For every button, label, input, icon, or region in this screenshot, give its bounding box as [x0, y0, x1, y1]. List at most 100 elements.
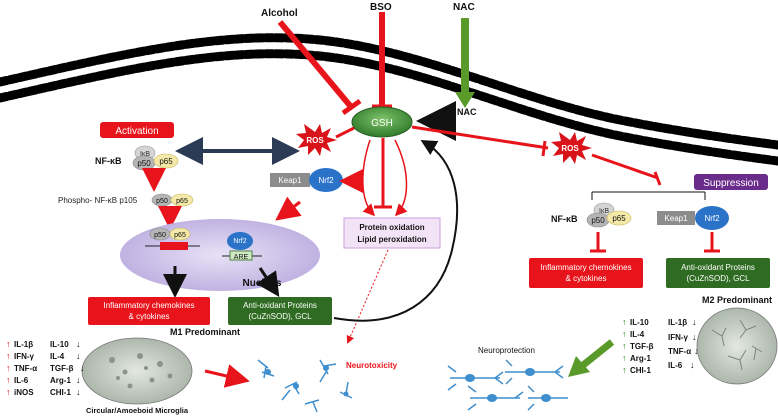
m1-microglia-image [81, 337, 193, 405]
nrf2-left [309, 168, 343, 192]
protein-oxidation-line2: Lipid peroxidation [357, 235, 426, 244]
m2-downregulated: IL-1β ↓ IFN-γ ↓ TNF-α ↓ IL-6 ↓ [668, 317, 699, 370]
protein-oxidation-box [343, 217, 441, 249]
inflammatory-left-line2: & cytokines [129, 312, 170, 321]
down-arrow-icon: ↓ [76, 351, 81, 361]
nrf2-right [695, 206, 729, 230]
down-arrow-icon: ↓ [692, 317, 697, 327]
m2-up-item: CHI-1 [630, 366, 651, 375]
ikb-left-label: IκB [140, 151, 150, 158]
up-arrow-icon: ↑ [6, 375, 11, 385]
input-arrows [277, 12, 475, 141]
keap1-left [270, 173, 310, 187]
phospho-label: Phospho- NF-κB p105 [58, 196, 138, 205]
m2-up-item: IL-4 [630, 330, 645, 339]
ros-left-burst [296, 124, 337, 156]
p50-phospho-label: p50 [156, 198, 168, 205]
are-element [229, 250, 253, 261]
m1-cells [109, 353, 173, 389]
nac-top-label: NAC [453, 2, 475, 13]
neuroprotection-label: Neuroprotection [478, 346, 535, 355]
p65-phospho-label: p65 [176, 198, 188, 205]
up-arrow-icon: ↑ [622, 317, 627, 327]
neurotoxic-neurons [257, 359, 353, 413]
p65-nucleus-label: p65 [174, 232, 186, 239]
down-arrow-icon: ↓ [692, 332, 697, 342]
m2-up-item: TGF-β [630, 342, 654, 351]
antioxidant-left-box [228, 297, 332, 325]
m1-up-item: iNOS [14, 388, 34, 397]
green-arrow-head [568, 356, 590, 377]
ros-left-label: ROS [306, 136, 324, 145]
are-label: ARE [234, 254, 249, 261]
inflammatory-right-line1: Inflammatory chemokines [540, 263, 631, 272]
m1-title: M1 Predominant [170, 327, 240, 337]
nrf2-right-label: Nrf2 [704, 214, 720, 223]
m1-down-item: IL-4 [50, 352, 65, 361]
nrf2-left-label: Nrf2 [318, 176, 334, 185]
activation-badge [100, 122, 174, 138]
m1-down-item: Arg-1 [50, 376, 71, 385]
m2-down-item: IL-6 [668, 361, 683, 370]
m1-downregulated: IL-10 ↓ IL-4 ↓ TGF-β ↓ Arg-1 ↓ CHI-1 ↓ [50, 339, 85, 397]
suppression-bracket [591, 191, 706, 200]
suppression-label: Suppression [703, 178, 759, 189]
ros-right-label: ROS [561, 144, 579, 153]
p50-right-label: p50 [591, 216, 605, 225]
m2-title: M2 Predominant [702, 295, 772, 305]
antioxidant-right-box [666, 258, 770, 288]
neurotoxic-somas [265, 365, 349, 397]
keap1-left-label: Keap1 [278, 176, 302, 185]
inflammatory-right-line2: & cytokines [566, 274, 607, 283]
protein-oxidation-line1: Protein oxidation [359, 223, 424, 232]
inflammatory-right-box [529, 258, 643, 288]
m1-up-item: TNF-α [14, 364, 37, 373]
nfkb-left-label: NF-κB [95, 156, 122, 166]
p50-nucleus-label: p50 [154, 232, 166, 239]
m1-caption: Circular/Amoeboid Microglia [86, 406, 189, 415]
m2-down-item: IL-1β [668, 318, 687, 327]
antioxidant-left-line2: (CuZnSOD), GCL [248, 312, 312, 321]
keap1-right-label: Keap1 [664, 214, 688, 223]
nfkb-dna-element [160, 242, 188, 250]
m2-cells [711, 319, 763, 371]
up-arrow-icon: ↑ [622, 329, 627, 339]
p65-nucleus [169, 227, 191, 241]
m1-down-item: IL-10 [50, 340, 69, 349]
gsh-node [351, 106, 413, 138]
m1-down-item: TGF-β [50, 364, 74, 373]
up-arrow-icon: ↑ [6, 339, 11, 349]
m1-upregulated: ↑ IL-1β ↑ IFN-γ ↑ TNF-α ↑ IL-6 ↑ iNOS [6, 339, 37, 397]
down-arrow-icon: ↓ [76, 387, 81, 397]
m2-up-item: IL-10 [630, 318, 649, 327]
p65-right-label: p65 [612, 214, 626, 223]
m1-down-item: CHI-1 [50, 388, 71, 397]
up-arrow-icon: ↑ [6, 351, 11, 361]
ikb-right-label: IκB [599, 208, 609, 215]
down-arrow-icon: ↓ [694, 346, 699, 356]
healthy-neurons [447, 359, 568, 411]
down-arrow-icon: ↓ [76, 375, 81, 385]
antioxidant-left-line1: Anti-oxidant Proteins [243, 301, 317, 310]
cell-membrane [0, 33, 778, 166]
m2-down-item: TNF-α [668, 347, 691, 356]
healthy-somas [465, 368, 551, 402]
neurotoxicity-label: Neurotoxicity [346, 361, 398, 370]
nfkb-right-label: NF-κB [551, 214, 578, 224]
up-arrow-icon: ↑ [622, 365, 627, 375]
nrf2-nucleus [227, 232, 253, 250]
activation-label: Activation [115, 126, 158, 137]
inflammatory-left-line1: Inflammatory chemokines [103, 301, 194, 310]
bso-label: BSO [370, 2, 392, 13]
m2-down-item: IFN-γ [668, 333, 689, 342]
m2-upregulated: ↑ IL-10 ↑ IL-4 ↑ TGF-β ↑ Arg-1 ↑ CHI-1 [622, 317, 654, 375]
nucleus [120, 219, 320, 291]
p65-left-label: p65 [159, 157, 173, 166]
inflammatory-left-box [88, 297, 210, 325]
down-arrow-icon: ↓ [690, 360, 695, 370]
up-arrow-icon: ↑ [622, 341, 627, 351]
m2-up-item: Arg-1 [630, 354, 651, 363]
keap1-right [657, 211, 695, 225]
